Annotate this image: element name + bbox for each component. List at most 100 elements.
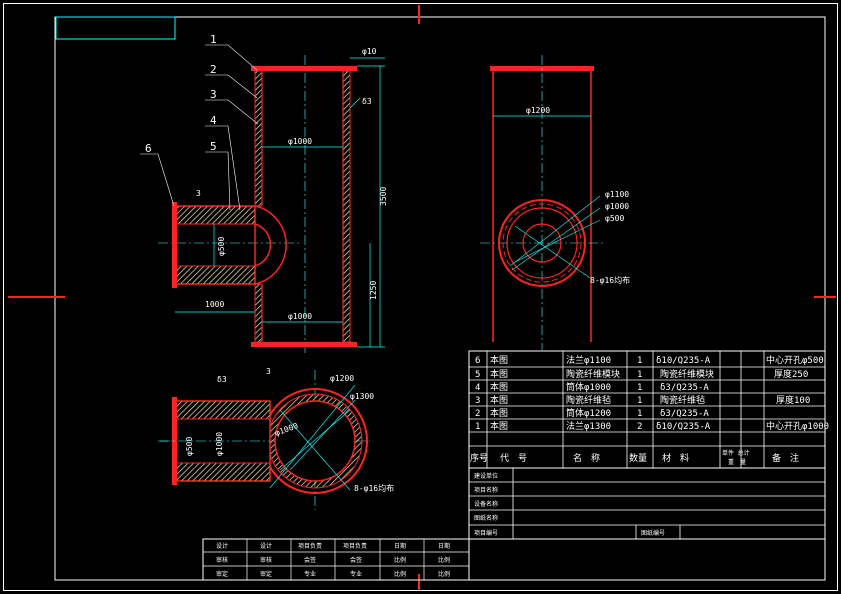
sign-r3-c4: 专业: [350, 570, 362, 578]
bom-r5-material: 陶瓷纤维模块: [660, 368, 714, 380]
dim-side-d3: φ500: [605, 214, 624, 223]
weld-mark-front: 3: [196, 189, 201, 198]
title-field-2: 项目名称: [474, 486, 498, 494]
dim-plan-holes: 8-φ16均布: [354, 483, 394, 493]
sign-r2-c6: 比例: [438, 556, 450, 564]
bom-r5-no: 5: [475, 370, 480, 380]
plan-view: δ3 3 φ1200 φ1300 φ1000 φ500 φ1000 8-φ16均…: [158, 367, 394, 510]
bom-r2-no: 2: [475, 409, 480, 419]
sign-r3-c6: 比例: [438, 570, 450, 578]
dim-plan-branch1: φ500: [185, 437, 194, 456]
bom-header-weight-top: 单件 总计: [722, 449, 750, 457]
leader-4: 4: [210, 114, 217, 127]
dim-plan-d1: φ1200: [330, 374, 354, 383]
sign-r1-c2: 设计: [260, 542, 272, 550]
bom-r6-qty: 1: [637, 356, 642, 366]
bom-r5-qty: 1: [637, 370, 642, 380]
bom-r6-note: 中心开孔φ500: [766, 354, 824, 366]
bom-r6-name: 法兰φ1100: [566, 354, 611, 366]
bom-r4-no: 4: [475, 383, 480, 393]
dim-side-d2: φ1000: [605, 202, 629, 211]
bom-r3-code: 本图: [490, 394, 508, 406]
dim-side-holes: 8-φ16均布: [590, 275, 630, 285]
bom-r2-code: 本图: [490, 407, 508, 419]
title-block: 建设单位 项目名称 设备名称 图纸名称 项目编号 图纸编号: [468, 467, 826, 580]
title-field-5: 项目编号: [474, 529, 498, 537]
bom-header-note: 备 注: [772, 452, 799, 464]
bom-table: 6 本图 法兰φ1100 1 δ10/Q235-A 中心开孔φ500 5 本图 …: [468, 350, 829, 469]
sign-r3-c5: 比例: [394, 570, 406, 578]
sign-r2-c1: 审核: [216, 556, 228, 564]
sign-r2-c5: 比例: [394, 556, 406, 564]
bom-header-material: 材 料: [662, 452, 689, 464]
sign-r2-c2: 审核: [260, 556, 272, 564]
bom-r1-note: 中心开孔φ1000: [766, 420, 829, 432]
leader-2: 2: [210, 63, 217, 76]
dim-plan-d2: φ1300: [350, 392, 374, 401]
sign-r1-c5: 日期: [394, 542, 406, 550]
signature-block: 设计 设计 项目负责 项目负责 日期 日期 审核 审核 会签 会签 比例 比例 …: [202, 538, 470, 581]
dim-main-dia: φ1000: [288, 137, 312, 146]
bom-r4-code: 本图: [490, 381, 508, 393]
bom-r1-code: 本图: [490, 420, 508, 432]
sign-r3-c1: 审定: [216, 570, 228, 578]
dim-height-total: 3500: [379, 187, 388, 206]
bom-r6-material: δ10/Q235-A: [656, 356, 711, 366]
bom-header-name: 名 称: [573, 452, 600, 464]
bom-r4-qty: 1: [637, 383, 642, 393]
bom-r3-no: 3: [475, 396, 480, 406]
title-drawing-no-label: 图纸编号: [641, 529, 665, 537]
sign-r3-c3: 专业: [304, 570, 316, 578]
weld-mark-plan: 3: [266, 367, 271, 376]
sign-r1-c1: 设计: [216, 542, 228, 550]
leader-5: 5: [210, 140, 217, 153]
sign-r1-c4: 项目负责: [343, 542, 367, 550]
bom-r5-note: 厚度250: [774, 368, 808, 380]
side-view: φ1200 φ1100 φ1000 φ500 8-φ16均布: [480, 55, 630, 350]
drawing-frame: [3, 3, 838, 591]
title-field-1: 建设单位: [474, 472, 498, 480]
dim-side-top: φ1200: [526, 106, 550, 115]
bom-r1-no: 1: [475, 422, 480, 432]
bom-r3-material: 陶瓷纤维毡: [660, 394, 705, 406]
bom-r5-name: 陶瓷纤维模块: [566, 368, 620, 380]
dim-branch-dia: φ500: [217, 237, 226, 256]
dim-top-thk: φ10: [362, 47, 377, 56]
bom-header-no: 序号: [470, 452, 488, 464]
bom-r1-name: 法兰φ1300: [566, 420, 611, 432]
bom-r1-qty: 2: [637, 422, 642, 432]
dim-bottom-dia: φ1000: [288, 312, 312, 321]
bom-r2-material: δ3/Q235-A: [660, 409, 709, 419]
leader-6: 6: [145, 142, 152, 155]
bom-r4-name: 筒体φ1000: [566, 381, 611, 393]
bom-r2-qty: 1: [637, 409, 642, 419]
title-field-4: 图纸名称: [474, 514, 498, 522]
bom-header-weight-bottom: 重 量: [728, 458, 746, 466]
bom-header-qty: 数量: [629, 452, 647, 464]
sign-r2-c4: 会签: [350, 556, 362, 564]
bom-header-code: 代 号: [500, 453, 527, 464]
bom-r4-material: δ3/Q235-A: [660, 383, 709, 393]
dim-right-thk: δ3: [362, 97, 372, 106]
title-field-3: 设备名称: [474, 500, 498, 508]
leader-1: 1: [210, 33, 217, 46]
leader-3: 3: [210, 88, 217, 101]
dim-height-lower: 1250: [369, 281, 378, 300]
bom-r6-no: 6: [475, 356, 480, 366]
bom-r1-material: δ10/Q235-A: [656, 422, 711, 432]
dim-side-d1: φ1100: [605, 190, 629, 199]
dim-plan-branch2: φ1000: [215, 432, 224, 456]
bom-r2-name: 筒体φ1200: [566, 407, 611, 419]
bom-r3-qty: 1: [637, 396, 642, 406]
bom-r3-note: 厚度100: [776, 394, 810, 406]
sign-r2-c3: 会签: [304, 556, 316, 564]
dim-plan-thk: δ3: [217, 375, 227, 384]
bom-r6-code: 本图: [490, 354, 508, 366]
front-view: φ1000 φ1000 φ10 δ3 3500 1250 1000 φ500 3…: [140, 33, 388, 355]
sign-r1-c6: 日期: [438, 542, 450, 550]
bom-r3-name: 陶瓷纤维毡: [566, 394, 611, 406]
sign-r3-c2: 审定: [260, 570, 272, 578]
bom-r5-code: 本图: [490, 368, 508, 380]
sign-r1-c3: 项目负责: [298, 542, 322, 550]
